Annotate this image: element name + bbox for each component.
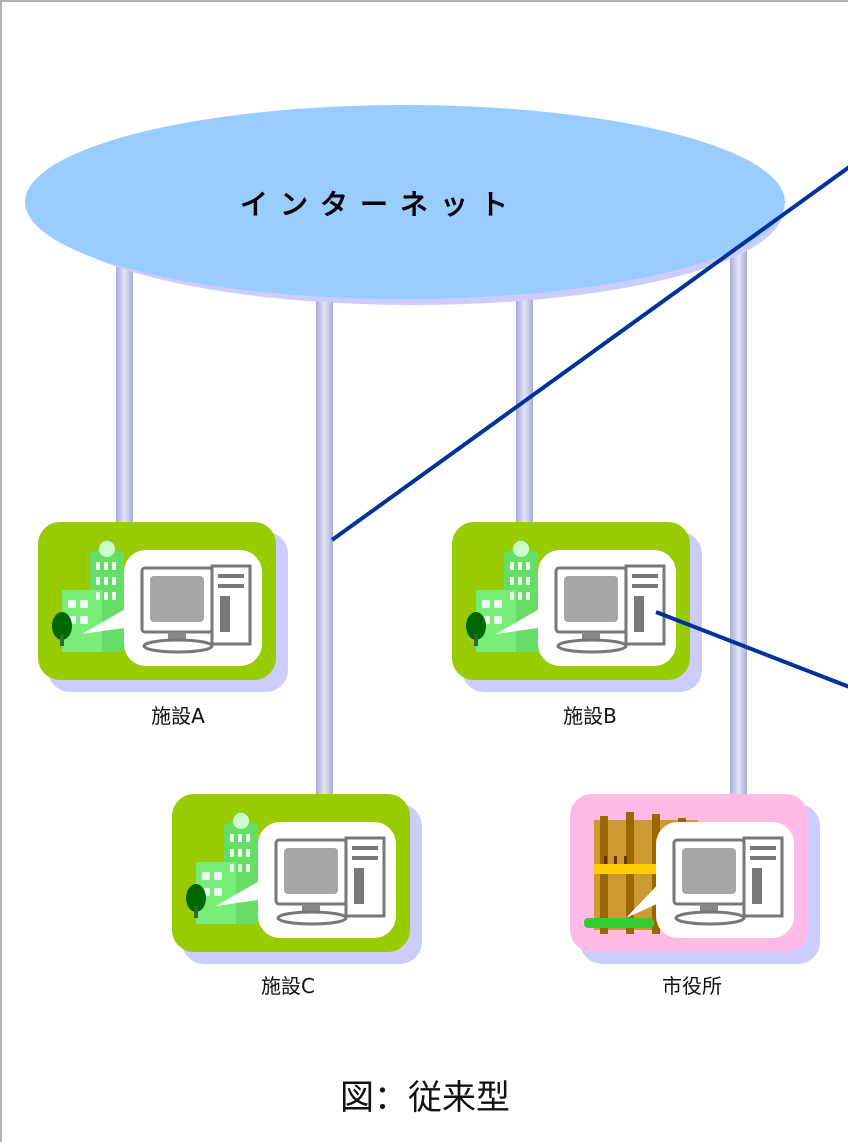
pipe-city-hall xyxy=(730,250,747,800)
pipe-site-b xyxy=(516,290,533,530)
site-c-label: 施設C xyxy=(261,974,315,998)
site-a-label: 施設A xyxy=(151,704,205,728)
connector-line-upper xyxy=(330,165,848,542)
pipe-site-a xyxy=(116,240,133,530)
site-c-icon xyxy=(170,792,424,966)
city-hall-label: 市役所 xyxy=(662,974,722,998)
connector-line-lower xyxy=(655,610,848,689)
site-a-icon xyxy=(36,520,290,694)
site-b-icon xyxy=(450,520,704,694)
site-b-label: 施設B xyxy=(563,704,617,728)
internet-cloud xyxy=(25,105,785,299)
pipe-site-c xyxy=(316,290,333,800)
internet-label: インターネット xyxy=(239,188,520,221)
city-hall-icon xyxy=(568,792,822,966)
figure-caption: 図：従来型 xyxy=(340,1078,510,1118)
